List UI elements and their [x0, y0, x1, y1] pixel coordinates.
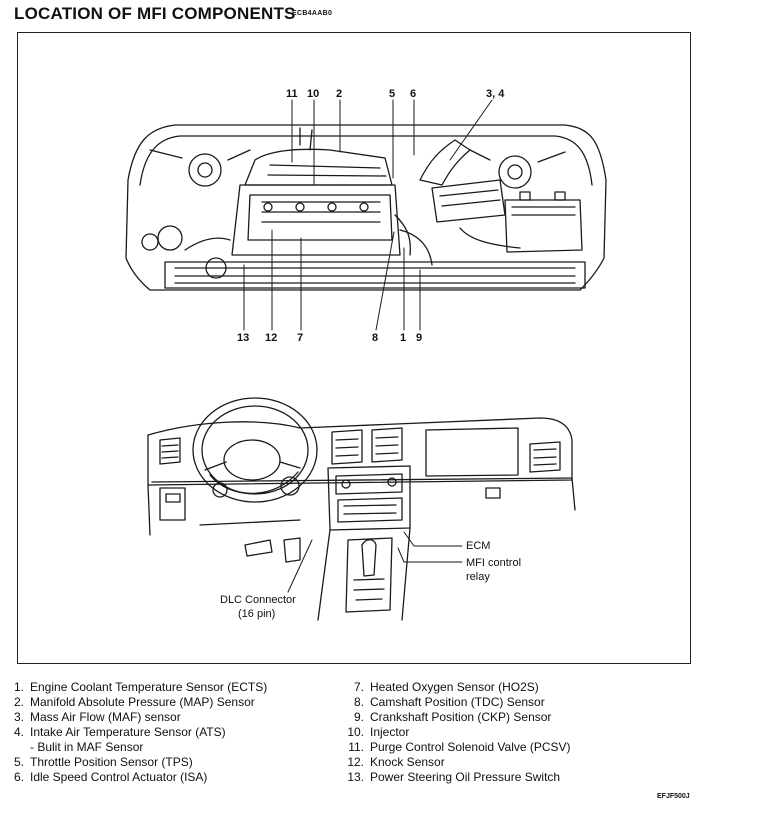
- mfi-relay-label-line2: relay: [466, 571, 490, 583]
- callout-13: 13: [237, 332, 250, 344]
- legend-item: 8.Camshaft Position (TDC) Sensor: [353, 695, 545, 709]
- legend-item: 3.Mass Air Flow (MAF) sensor: [13, 710, 181, 724]
- section-code: ECB4AAB0: [292, 10, 333, 17]
- page-title: LOCATION OF MFI COMPONENTS: [14, 4, 296, 23]
- dashboard-drawing: [147, 397, 576, 621]
- callout-9: 9: [416, 332, 423, 344]
- legend-item: 11.Purge Control Solenoid Valve (PCSV): [348, 740, 571, 754]
- callout-3-4: 3, 4: [486, 88, 505, 100]
- callout-8: 8: [372, 332, 379, 344]
- legend-item: 10.Injector: [347, 725, 410, 739]
- callout-6: 6: [410, 88, 417, 100]
- legend-item: 9.Crankshaft Position (CKP) Sensor: [353, 710, 552, 724]
- callout-11: 11: [286, 88, 298, 100]
- dlc-label-line2: (16 pin): [238, 608, 276, 620]
- legend-item: 4.Intake Air Temperature Sensor (ATS): [13, 725, 226, 739]
- legend-right: 7.Heated Oxygen Sensor (HO2S) 8.Camshaft…: [340, 680, 571, 785]
- callout-1: 1: [400, 332, 407, 344]
- figure-frame: [17, 32, 691, 664]
- legend-item: 13.Power Steering Oil Pressure Switch: [347, 770, 561, 784]
- legend-left: 1.Engine Coolant Temperature Sensor (ECT…: [0, 680, 267, 785]
- engine-bay-drawing: [125, 124, 607, 291]
- legend-item: 1.Engine Coolant Temperature Sensor (ECT…: [13, 680, 268, 694]
- legend-item: 7.Heated Oxygen Sensor (HO2S): [353, 680, 539, 694]
- callout-12: 12: [265, 332, 278, 344]
- callout-7: 7: [297, 332, 304, 344]
- legend-item-note: - Bulit in MAF Sensor: [30, 740, 144, 754]
- callout-10: 10: [307, 88, 320, 100]
- legend-item: 12.Knock Sensor: [347, 755, 445, 769]
- dlc-label-line1: DLC Connector: [220, 594, 296, 606]
- ecm-label: ECM: [466, 540, 491, 552]
- dash-leader-lines: [287, 531, 463, 593]
- legend-item: 6.Idle Speed Control Actuator (ISA): [13, 770, 208, 784]
- figure-code: EFJF500J: [657, 793, 690, 800]
- legend-item: 2.Manifold Absolute Pressure (MAP) Senso…: [13, 695, 255, 709]
- engine-leader-lines: [243, 99, 493, 331]
- mfi-relay-label-line1: MFI control: [466, 557, 522, 569]
- legend-item: 5.Throttle Position Sensor (TPS): [13, 755, 193, 769]
- callout-5: 5: [389, 88, 396, 100]
- callout-2: 2: [336, 88, 343, 100]
